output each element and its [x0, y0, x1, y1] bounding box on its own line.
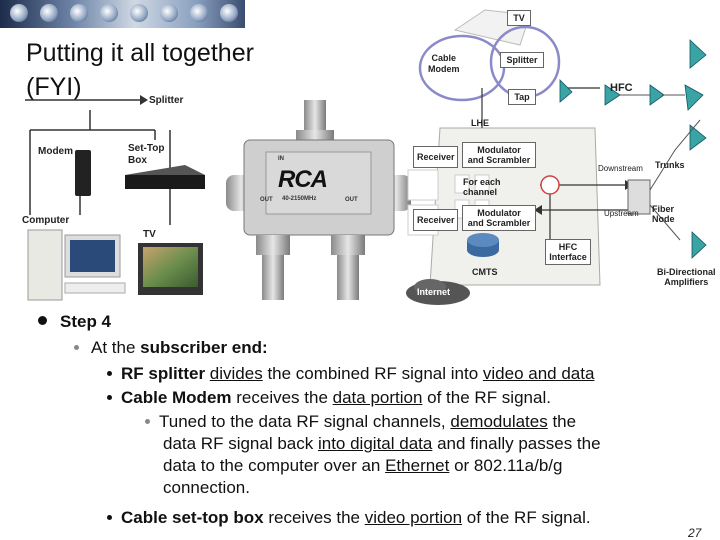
bidirectional-line2: Amplifiers	[664, 277, 709, 287]
tuned-line-1: Tuned to the data RF signal channels, de…	[145, 411, 601, 433]
demodulates-term: demodulates	[450, 412, 548, 431]
net-splitter-box: Splitter	[500, 52, 544, 68]
settop-term: Cable set-top box	[121, 508, 264, 527]
hfc-interface-box: HFC Interface	[545, 239, 591, 265]
bidirectional-amplifiers-label: Bi-Directional Amplifiers	[657, 267, 716, 287]
bullet-settop-box: Cable set-top box receives the video por…	[107, 506, 591, 530]
title-line-2: (FYI)	[26, 73, 82, 101]
rca-splitter-device	[226, 100, 411, 300]
net-tap-box: Tap	[508, 89, 536, 105]
subscriber-text-b: subscriber end:	[140, 338, 268, 357]
slide-title: Putting it all together (FYI)	[26, 36, 326, 104]
dot-bullet-icon	[107, 395, 112, 400]
tuned-line-3: data to the computer over an Ethernet or…	[145, 455, 601, 477]
rf-splitter-mid: the combined RF signal into	[262, 364, 483, 383]
bullet-cable-modem: Cable Modem receives the data portion of…	[107, 386, 551, 410]
tuned-line-2: data RF signal back into digital data an…	[145, 433, 601, 455]
settop-end: of the RF signal.	[462, 508, 591, 527]
video-data-term: video and data	[482, 364, 595, 383]
receiver-top-box: Receiver	[413, 146, 458, 168]
cable-modem-label: Cable Modem	[428, 53, 460, 75]
bullet-subscriber-end: At the subscriber end:	[74, 336, 268, 360]
tuned-l1-a: Tuned to the data RF signal channels,	[159, 412, 451, 431]
rca-logo: RCA	[278, 166, 328, 193]
title-line-1: Putting it all together	[26, 39, 254, 67]
device-range-label: 40-2150MHz	[282, 196, 317, 202]
trunks-label: Trunks	[655, 160, 685, 170]
tuned-l3-a: data to the computer over an	[163, 456, 386, 475]
receiver-bottom-box: Receiver	[413, 209, 458, 231]
bullet-rf-splitter: RF splitter divides the combined RF sign…	[107, 362, 594, 386]
modem-label: Modem	[38, 146, 73, 157]
device-out-right: OUT	[345, 197, 358, 203]
data-portion-term: data portion	[332, 388, 423, 407]
upstream-label: Upstream	[604, 209, 639, 218]
fiber-node-line2: Node	[652, 214, 675, 224]
rf-splitter-term: RF splitter	[121, 364, 206, 383]
downstream-label: Downstream	[598, 164, 643, 173]
step-label: Step 4	[60, 312, 112, 331]
cable-modem-line1: Cable	[431, 53, 456, 63]
divides-term: divides	[209, 364, 263, 383]
subscriber-text-a: At the	[91, 338, 141, 357]
hfc-interface-line2: Interface	[549, 252, 587, 262]
settop-label-line1: Set-Top	[128, 143, 165, 154]
for-each-line1: For each	[463, 177, 501, 187]
modulator-bottom-box: Modulator and Scrambler	[462, 205, 536, 231]
ethernet-term: Ethernet	[385, 456, 450, 475]
tuned-l2-a: data RF signal back	[163, 434, 318, 453]
fiber-node-label: Fiber Node	[652, 204, 675, 224]
dot-bullet-icon	[107, 371, 112, 376]
cable-modem-term: Cable Modem	[121, 388, 232, 407]
video-portion-term: video portion	[364, 508, 463, 527]
hfc-label: HFC	[610, 82, 633, 94]
small-dot-bullet-icon	[145, 419, 150, 424]
tv-label: TV	[143, 229, 156, 240]
step-bullet-icon	[38, 316, 47, 325]
left-splitter-label: Splitter	[149, 95, 184, 106]
lhe-label: LHE	[471, 118, 489, 128]
step-heading: Step 4	[38, 310, 111, 334]
for-each-line2: channel	[463, 187, 498, 197]
bidirectional-line1: Bi-Directional	[657, 267, 716, 277]
home-wiring-diagram	[25, 95, 205, 301]
modulator-top-line2: and Scrambler	[467, 155, 531, 165]
tuned-line-4: connection.	[163, 478, 250, 497]
digital-data-term: into digital data	[317, 434, 433, 453]
dash-bullet-icon	[74, 345, 79, 350]
device-out-left: OUT	[260, 197, 273, 203]
hfc-interface-line1: HFC	[558, 242, 578, 252]
bullet-tuned: Tuned to the data RF signal channels, de…	[145, 411, 601, 499]
cable-modem-line2: Modem	[428, 64, 460, 74]
settop-label: Set-Top Box	[128, 143, 164, 167]
modulator-bottom-line2: and Scrambler	[467, 218, 531, 228]
internet-label: Internet	[417, 287, 451, 297]
modulator-top-line1: Modulator	[477, 145, 521, 155]
computer-label: Computer	[22, 215, 70, 226]
fiber-node-line1: Fiber	[652, 204, 675, 214]
tuned-l3-c: or 802.11a/b/g	[449, 456, 563, 475]
settop-mid: receives the	[263, 508, 365, 527]
net-tv-box: TV	[507, 10, 531, 26]
page-number: 27	[688, 526, 702, 540]
modulator-top-box: Modulator and Scrambler	[462, 142, 536, 168]
tuned-l1-c: the	[547, 412, 577, 431]
cable-modem-end: of the RF signal.	[422, 388, 551, 407]
cable-modem-mid: receives the	[231, 388, 333, 407]
header-strip	[0, 0, 245, 28]
settop-label-line2: Box	[128, 155, 147, 166]
modulator-bottom-line1: Modulator	[477, 208, 521, 218]
for-each-label: For each channel	[463, 177, 501, 197]
cmts-label: CMTS	[472, 267, 498, 277]
dot-bullet-icon	[107, 515, 112, 520]
tuned-l2-c: and finally passes the	[432, 434, 601, 453]
device-in-label: IN	[278, 156, 284, 162]
